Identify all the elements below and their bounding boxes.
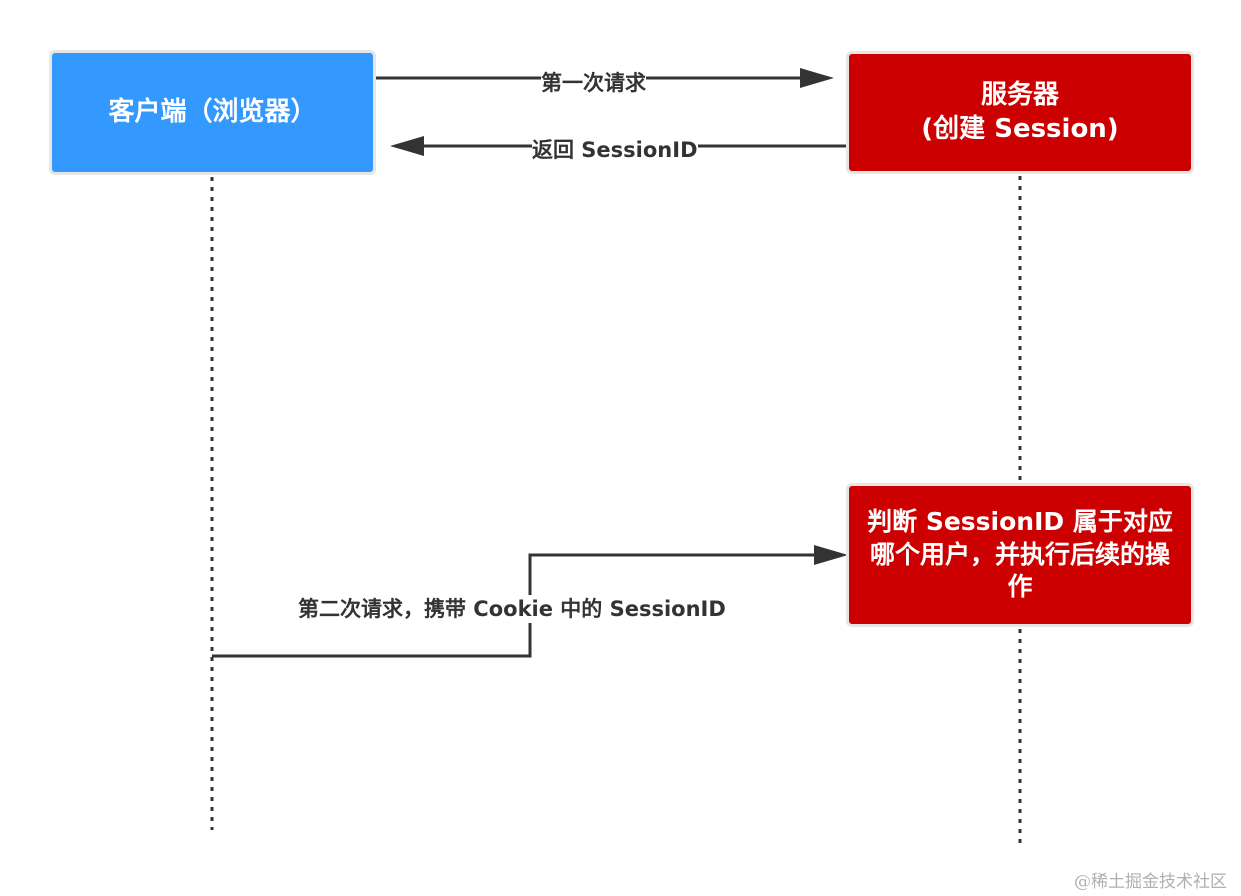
first-request-label: 第一次请求 (541, 69, 646, 97)
session-check-node: 判断 SessionID 属于对应哪个用户，并执行后续的操作 (846, 483, 1194, 627)
second-request-arrowhead (814, 545, 848, 565)
server-node-title: 服务器 (980, 79, 1059, 110)
server-node-subtitle: (创建 Session) (921, 113, 1119, 144)
session-check-label: 判断 SessionID 属于对应哪个用户，并执行后续的操作 (867, 507, 1173, 602)
server-node-text: 服务器 (创建 Session) (921, 79, 1118, 147)
first-request-arrowhead (800, 68, 834, 88)
client-node-label: 客户端（浏览器） (108, 96, 317, 127)
client-browser-node: 客户端（浏览器） (49, 50, 376, 175)
server-node: 服务器 (创建 Session) (846, 51, 1194, 174)
second-request-label: 第二次请求，携带 Cookie 中的 SessionID (298, 595, 726, 623)
return-arrowhead (390, 136, 424, 156)
return-session-label: 返回 SessionID (532, 136, 698, 164)
watermark: @稀土掘金技术社区 (1074, 872, 1227, 892)
